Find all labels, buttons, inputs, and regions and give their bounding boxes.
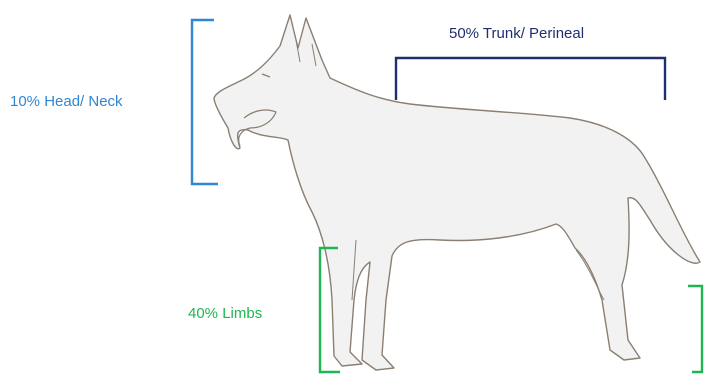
trunk-perineal-bracket	[396, 58, 665, 100]
trunk-perineal-label: 50% Trunk/ Perineal	[449, 26, 584, 41]
limbs-label: 40% Limbs	[188, 306, 262, 321]
head-neck-label: 10% Head/ Neck	[10, 94, 123, 109]
dog-body	[214, 15, 700, 370]
limbs-bracket-right	[688, 286, 702, 372]
dog-icon	[214, 15, 700, 370]
